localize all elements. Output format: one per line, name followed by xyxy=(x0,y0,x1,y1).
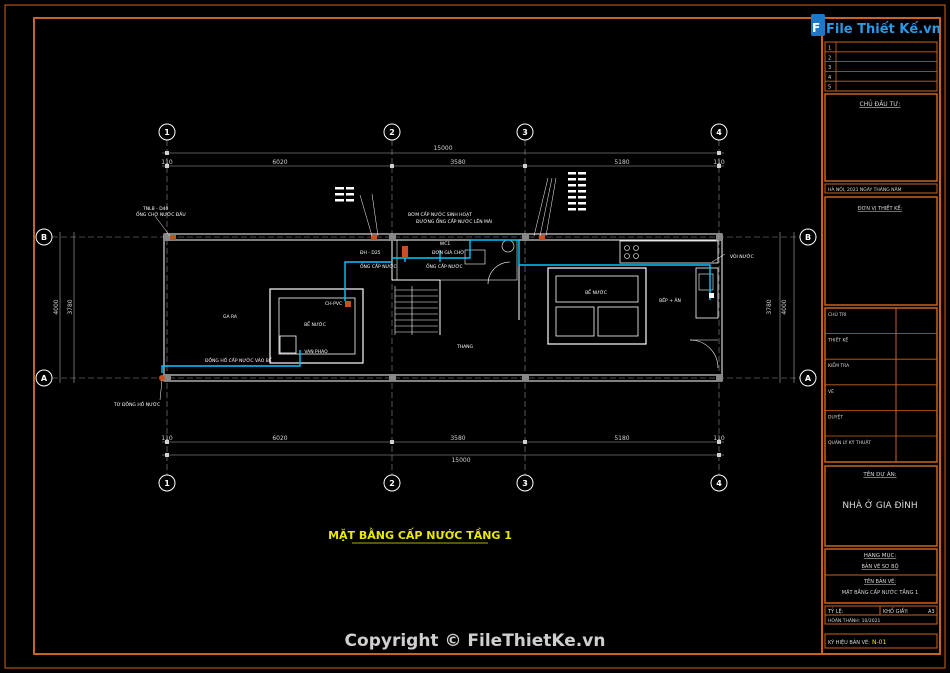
axis-b-right: B xyxy=(805,233,811,242)
axis-1-top: 1 xyxy=(164,128,170,137)
axis-1-bot: 1 xyxy=(164,479,170,488)
dim-edge-top-left: 110 xyxy=(161,159,173,166)
filethietke-logo: F File Thiết Kế.vn xyxy=(811,14,941,37)
scale-label: TỶ LỆ: xyxy=(827,607,844,615)
dim-total-bot: 15000 xyxy=(451,457,470,464)
category-value: BẢN VẼ SƠ BỘ xyxy=(861,562,898,570)
dim-seg2-top: 3580 xyxy=(450,159,465,166)
logo-text: File Thiết Kế.vn xyxy=(826,22,941,37)
water-pipes xyxy=(161,239,711,373)
annot-dh-d25: ĐH - D25 xyxy=(360,250,381,256)
dim-depth-outer-right: 4000 xyxy=(781,299,788,314)
dim-edge-bot-right: 110 xyxy=(713,435,725,442)
revision-row: 1 xyxy=(828,46,831,52)
staff-row-label: THIẾT KẾ xyxy=(827,336,848,344)
dim-depth-inner-right: 3780 xyxy=(766,299,773,314)
date-line: HÀ NỘI, 2021 NGÀY THÁNG NĂM xyxy=(828,186,902,193)
dim-total-top: 15000 xyxy=(433,145,452,152)
project-name: NHÀ Ở GIA ĐÌNH xyxy=(842,499,917,511)
underground-tank xyxy=(269,288,364,364)
owner-label: CHỦ ĐẦU TƯ: xyxy=(860,100,901,108)
dim-seg3-bot: 5180 xyxy=(614,435,629,442)
room-kitchen: BẾP + ĂN xyxy=(659,296,681,304)
dim-seg1-top: 6020 xyxy=(272,159,287,166)
axis-a-right: A xyxy=(805,374,812,383)
revision-row: 2 xyxy=(828,55,831,61)
symbol-label: KÝ HIỆU BẢN VẼ: xyxy=(828,638,870,646)
dim-seg1-bot: 6020 xyxy=(272,435,287,442)
outer-frame xyxy=(4,4,946,669)
pipe-code-block-right xyxy=(568,172,586,211)
dim-edge-top-right: 110 xyxy=(713,159,725,166)
axis-b-left: B xyxy=(41,233,47,242)
pipe-code-block-left xyxy=(335,187,354,202)
staff-row-label: CHỦ TRÌ xyxy=(828,310,846,318)
wc-room xyxy=(396,239,518,281)
sheet-name-value: MẶT BẰNG CẤP NƯỚC TẦNG 1 xyxy=(842,588,918,596)
inner-frame xyxy=(33,17,941,655)
dim-depth-outer-left: 4000 xyxy=(53,299,60,314)
kitchen-tank-label: BỂ NƯỚC xyxy=(585,288,607,296)
category-label: HẠNG MỤC: xyxy=(864,553,897,559)
paper-label: KHỔ GIẤY: xyxy=(883,607,909,615)
annot-ch-pvc: CH-PVC xyxy=(325,301,342,307)
valve-label: VAN PHAO xyxy=(304,349,328,355)
staff-row-label: KIỂM TRA xyxy=(828,361,850,369)
annot-ong-cho: ỐNG CHỜ NƯỚC ĐẦU xyxy=(136,210,186,218)
room-garage: GA RA xyxy=(223,314,238,320)
axis-4-top: 4 xyxy=(716,128,722,137)
dim-edge-bot-left: 110 xyxy=(161,435,173,442)
drawing-title: MẶT BẰNG CẤP NƯỚC TẦNG 1 xyxy=(328,527,512,542)
staff-row-label: DUYỆT xyxy=(828,412,843,420)
room-wc: WC1 xyxy=(440,241,451,247)
annot-duong-ong: ĐƯỜNG ỐNG CẤP NƯỚC LÊN MÁI xyxy=(416,217,492,225)
paper-value: A3 xyxy=(928,609,935,615)
axis-2-bot: 2 xyxy=(389,479,395,488)
annot-don-gia: ĐƠN GIÁ CHỜ xyxy=(432,249,464,256)
axis-3-top: 3 xyxy=(522,128,528,137)
annot-voi-nuoc: VÒI NƯỚC xyxy=(730,253,754,260)
revision-row: 5 xyxy=(828,85,831,91)
tank-label: BỂ NƯỚC xyxy=(304,320,326,328)
svg-text:F: F xyxy=(812,21,820,35)
axis-4-bot: 4 xyxy=(716,479,722,488)
copyright-watermark: Copyright © FileThietKe.vn xyxy=(345,631,606,651)
axis-a-left: A xyxy=(41,374,48,383)
dim-seg2-bot: 3580 xyxy=(450,435,465,442)
axis-2-top: 2 xyxy=(389,128,395,137)
title-block: 1 2 3 4 5 CHỦ ĐẦU TƯ: HÀ NỘI, 2021 NGÀY THÁN… xyxy=(824,41,938,649)
symbol-value: N-01 xyxy=(872,639,886,646)
sheet-name-label: TÊN BẢN VẼ: xyxy=(863,577,896,585)
annot-dong-ho-cap: ĐỒNG HỒ CẤP NƯỚC VÀO BỂ xyxy=(205,355,272,364)
staff-row-label: QUẢN LÝ KỸ THUẬT xyxy=(828,438,871,446)
floor-plan: 15000 6020 3580 5180 110 110 110 6020 35… xyxy=(35,123,817,492)
room-stairs: THANG xyxy=(456,344,474,350)
annot-tu-dong-ho: TỪ ĐỒNG HỒ NƯỚC xyxy=(113,399,160,408)
project-label: TÊN DỰ ÁN: xyxy=(862,470,896,478)
revision-row: 3 xyxy=(828,65,831,71)
annot-ong-cap-2: ỐNG CẤP NƯỚC xyxy=(426,262,463,270)
annot-tnlb: TNLB - D40 xyxy=(142,206,169,212)
annot-bom: BƠM CẤP NƯỚC SINH HOẠT xyxy=(408,210,472,218)
kitchen-island xyxy=(547,267,647,345)
staff-row-label: VẼ xyxy=(828,388,834,395)
stairs xyxy=(394,286,438,335)
annot-ong-cap-1: ỐNG CẤP NƯỚC xyxy=(360,262,397,270)
designer-label: ĐƠN VỊ THIẾT KẾ: xyxy=(858,204,903,212)
completed-date: HOÀN THÀNH: 10/2021 xyxy=(828,617,880,624)
revision-row: 4 xyxy=(828,75,831,81)
axis-3-bot: 3 xyxy=(522,479,528,488)
dim-seg3-top: 5180 xyxy=(614,159,629,166)
dim-depth-inner-left: 3780 xyxy=(67,299,74,314)
